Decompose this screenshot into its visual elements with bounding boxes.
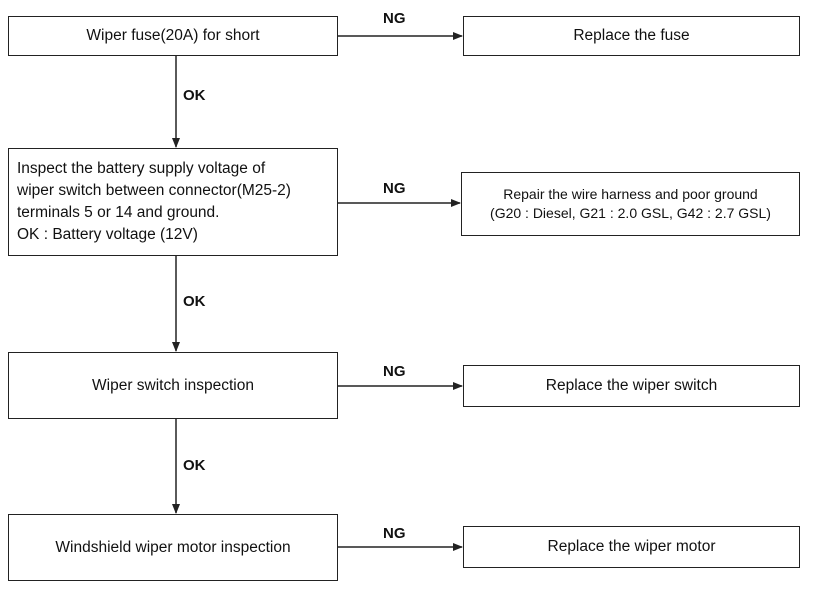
step-1-check-line: Wiper fuse(20A) for short [86,27,260,44]
step-3-ng-line: Replace the wiper switch [545,377,718,394]
ng-label-2: NG [383,180,406,197]
ng-label-4: NG [383,525,406,542]
step-4-ng-box: Replace the wiper motor [463,526,800,568]
step-1-ng-text: Replace the fuse [573,25,689,47]
step-3-check-line: Wiper switch inspection [92,376,254,394]
ng-label-3: NG [383,363,406,380]
step-2-ng-line: (G20 : Diesel, G21 : 2.0 GSL, G42 : 2.7 … [490,205,771,221]
ng-label-1: NG [383,10,406,27]
ok-label-3: OK [183,457,206,474]
step-4-check-text: Windshield wiper motor inspection [55,537,290,559]
step-4-ng-text: Replace the wiper motor [548,536,716,558]
step-1-ng-box: Replace the fuse [463,16,800,56]
step-2-check-line: terminals 5 or 14 and ground. [17,204,220,221]
step-2-check-text: Inspect the battery supply voltage of wi… [17,158,291,246]
step-1-check-box: Wiper fuse(20A) for short [8,16,338,56]
step-3-ng-text: Replace the wiper switch [546,375,717,397]
step-2-check-line: wiper switch between connector(M25-2) [17,182,291,199]
step-4-check-box: Windshield wiper motor inspection [8,514,338,581]
step-3-check-box: Wiper switch inspection [8,352,338,419]
step-2-check-line: OK : Battery voltage (12V) [17,226,198,243]
step-4-check-line: Windshield wiper motor inspection [55,538,291,556]
step-4-ng-line: Replace the wiper motor [547,538,716,555]
step-2-ng-line: Repair the wire harness and poor ground [503,186,758,203]
step-3-check-text: Wiper switch inspection [92,375,254,397]
step-2-ng-text: Repair the wire harness and poor ground … [490,185,771,223]
step-2-check-box: Inspect the battery supply voltage of wi… [8,148,338,256]
ok-label-1: OK [183,87,206,104]
step-3-ng-box: Replace the wiper switch [463,365,800,407]
step-1-check-text: Wiper fuse(20A) for short [86,25,259,47]
step-1-ng-line: Replace the fuse [573,27,690,44]
ok-label-2: OK [183,293,206,310]
step-2-check-line: Inspect the battery supply voltage of [17,160,266,177]
step-2-ng-box: Repair the wire harness and poor ground … [461,172,800,236]
